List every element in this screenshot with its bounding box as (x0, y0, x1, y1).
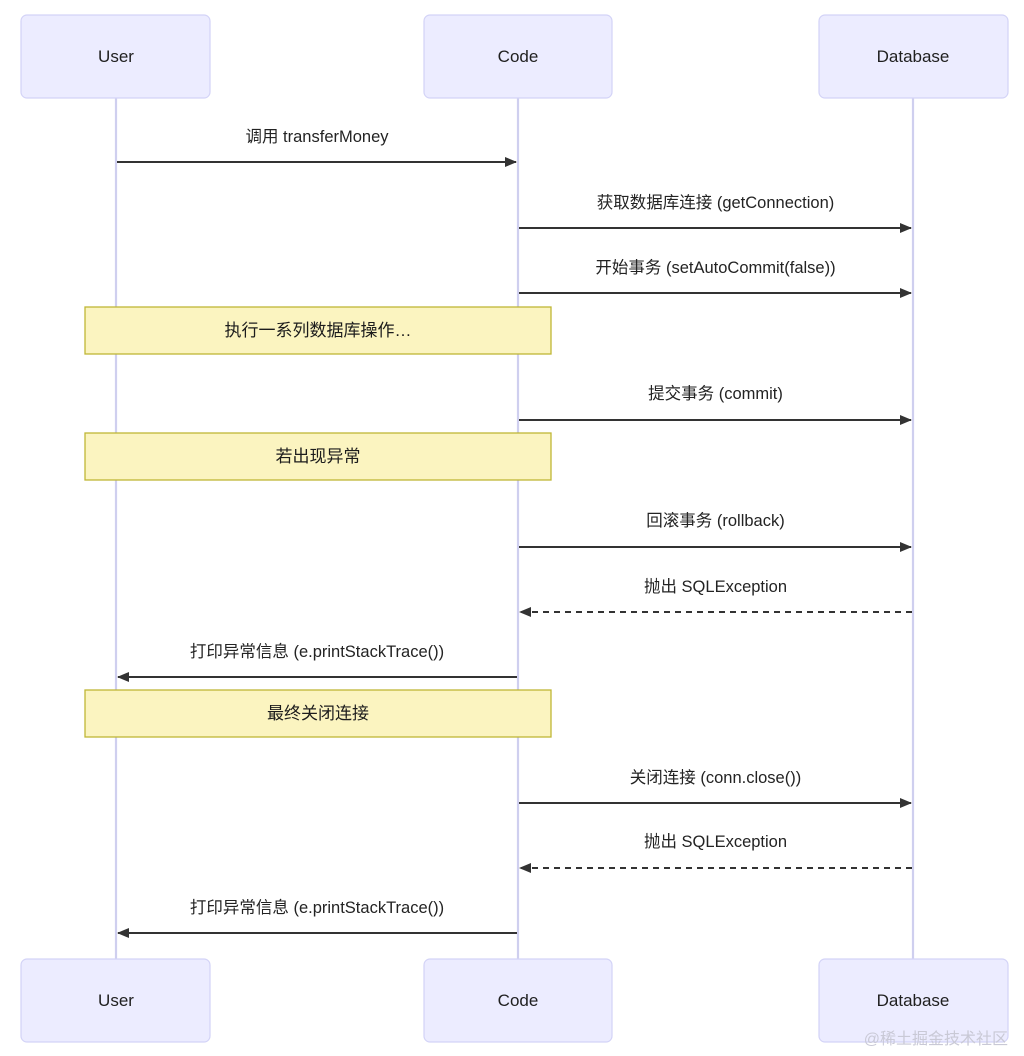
participant-code-bottom[interactable]: Code (423, 958, 613, 1043)
participant-box-user[interactable] (20, 14, 211, 99)
message-5: 回滚事务 (rollback) (519, 511, 912, 552)
message-2: 获取数据库连接 (getConnection) (519, 193, 912, 233)
message-label: 获取数据库连接 (getConnection) (597, 193, 835, 212)
message-8: 关闭连接 (conn.close()) (519, 768, 912, 808)
participant-label-user: User (98, 991, 134, 1010)
message-label: 回滚事务 (rollback) (646, 511, 784, 530)
participant-label-code: Code (498, 47, 539, 66)
participant-user-top[interactable]: User (20, 14, 211, 99)
note-box (84, 689, 552, 738)
note-label: 最终关闭连接 (267, 704, 369, 723)
watermark-label: @稀土掘金技术社区 (864, 1030, 1008, 1048)
participant-boxes-bottom: User Code Database (20, 958, 1009, 1043)
message-10: 打印异常信息 (e.printStackTrace()) (117, 898, 517, 938)
message-1: 调用 transferMoney (117, 127, 517, 167)
message-9: 抛出 SQLException (519, 832, 912, 873)
message-label: 调用 transferMoney (245, 127, 389, 146)
participant-label-code: Code (498, 991, 539, 1010)
note-3: 最终关闭连接 (84, 689, 552, 738)
participant-user-bottom[interactable]: User (20, 958, 211, 1043)
participant-boxes-top: User Code Database (20, 14, 1009, 99)
note-2: 若出现异常 (84, 432, 552, 481)
message-label: 关闭连接 (conn.close()) (630, 768, 801, 787)
note-box (84, 306, 552, 355)
note-1: 执行一系列数据库操作… (84, 306, 552, 355)
lifelines-group (114, 98, 915, 959)
message-label: 提交事务 (commit) (648, 384, 783, 403)
note-label: 若出现异常 (276, 447, 361, 466)
message-7: 打印异常信息 (e.printStackTrace()) (117, 642, 517, 682)
message-label: 打印异常信息 (e.printStackTrace()) (190, 642, 444, 661)
participant-box-db[interactable] (818, 958, 1009, 1043)
participant-box-user[interactable] (20, 958, 211, 1043)
message-label: 抛出 SQLException (644, 577, 787, 596)
message-label: 开始事务 (setAutoCommit(false)) (595, 258, 835, 277)
participant-label-user: User (98, 47, 134, 66)
note-box (84, 432, 552, 481)
message-label: 打印异常信息 (e.printStackTrace()) (190, 898, 444, 917)
participant-box-db[interactable] (818, 14, 1009, 99)
message-label: 抛出 SQLException (644, 832, 787, 851)
participant-code-top[interactable]: Code (423, 14, 613, 99)
messages-group: 调用 transferMoney 获取数据库连接 (getConnection) 开… (117, 127, 912, 938)
message-6: 抛出 SQLException (519, 577, 912, 617)
participant-db-top[interactable]: Database (818, 14, 1009, 99)
participant-label-db: Database (877, 991, 950, 1010)
message-4: 提交事务 (commit) (519, 384, 912, 425)
participant-box-code[interactable] (423, 14, 613, 99)
message-3: 开始事务 (setAutoCommit(false)) (519, 258, 912, 298)
participant-db-bottom[interactable]: Database (818, 958, 1009, 1043)
participant-label-db: Database (877, 47, 950, 66)
note-label: 执行一系列数据库操作… (225, 321, 412, 340)
participant-box-code[interactable] (423, 958, 613, 1043)
